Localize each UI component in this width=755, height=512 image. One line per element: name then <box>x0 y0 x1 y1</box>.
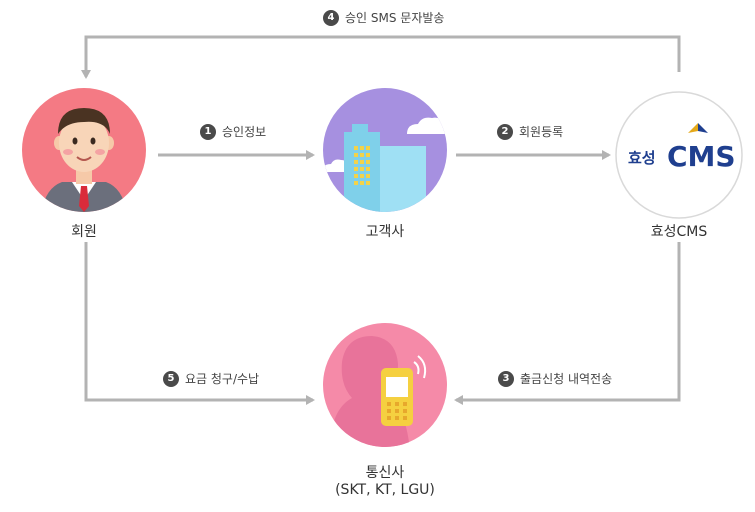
step-5-label: 5 요금 청구/수납 <box>163 370 259 387</box>
step-4-text: 승인 SMS 문자발송 <box>345 11 445 25</box>
step-3-label: 3 출금신청 내역전송 <box>498 370 612 387</box>
arrow-step-5 <box>84 242 315 405</box>
member-node <box>22 88 146 212</box>
member-avatar-icon <box>40 108 128 212</box>
step-3-badge: 3 <box>498 370 514 387</box>
phone-icon <box>330 336 427 447</box>
connectors <box>81 35 681 405</box>
arrow-step-3 <box>454 242 681 405</box>
step-1-badge: 1 <box>200 123 216 140</box>
hyosung-logo-korean: 효성 <box>628 149 656 167</box>
step-4-badge: 4 <box>323 9 339 26</box>
step-2-text: 회원등록 <box>519 125 564 139</box>
step-5-badge: 5 <box>163 370 179 387</box>
client-label: 고객사 <box>365 224 405 240</box>
member-label: 회원 <box>71 224 97 240</box>
step-3-text: 출금신청 내역전송 <box>520 372 613 386</box>
step-1-text: 승인정보 <box>222 125 267 139</box>
telecom-node <box>323 323 447 447</box>
step-2-badge: 2 <box>497 123 513 140</box>
hyosung-logo-icon <box>688 123 708 133</box>
arrow-step-4 <box>81 35 681 79</box>
telecom-label: 통신사 <box>365 465 405 481</box>
step-5-text: 요금 청구/수납 <box>185 372 260 386</box>
step-1-label: 1 승인정보 <box>200 123 266 140</box>
client-node <box>323 88 447 212</box>
building-icon <box>323 117 447 212</box>
hyosung-cms-node: 효성 CMS <box>615 91 743 219</box>
hyosung-label: 효성CMS <box>650 224 708 240</box>
hyosung-logo-latin: CMS <box>667 140 736 173</box>
step-2-label: 2 회원등록 <box>497 123 563 140</box>
telecom-sublabel: (SKT, KT, LGU) <box>335 482 435 498</box>
step-4-label: 4 승인 SMS 문자발송 <box>323 9 444 26</box>
